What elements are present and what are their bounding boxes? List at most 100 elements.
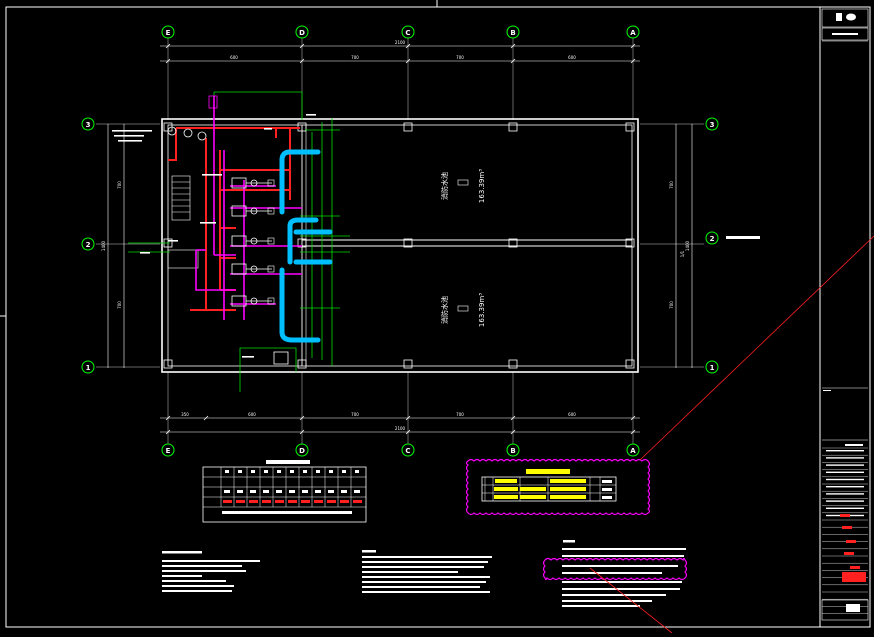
title-block-red-mark [844, 552, 854, 555]
right-overall-dim: 1400 [685, 240, 690, 251]
highlighted-table-grid [482, 477, 616, 501]
title-block-row-text [826, 464, 864, 466]
notes-line [562, 555, 684, 557]
annotation-text [202, 174, 222, 176]
table-header-cell [277, 470, 281, 473]
title-block-sign-box [821, 599, 869, 621]
table-cell [263, 490, 269, 493]
table-header-cell [251, 470, 255, 473]
table-cell-yellow [550, 487, 586, 491]
plan-annotations [112, 114, 316, 358]
pump-units [231, 177, 275, 307]
notes-line [362, 571, 458, 573]
table-cell-yellow [550, 479, 586, 483]
notes-line [362, 586, 480, 588]
magenta-pipes [195, 96, 302, 320]
title-block-red-mark [846, 540, 856, 543]
title-block-row-text [826, 500, 864, 502]
table-cell [224, 490, 230, 493]
svg-text:2: 2 [710, 235, 715, 243]
annotation-text [306, 114, 316, 116]
axis-bubble-left-2: 2 [81, 237, 95, 251]
notes-line [562, 588, 680, 590]
axis-bubble-top-d: D [295, 25, 309, 39]
table-header-cell [355, 470, 359, 473]
top-overall-dim: 2100 [395, 40, 406, 45]
table-cell-yellow [520, 495, 546, 499]
top-dim-1: 600 [230, 55, 238, 60]
structural-column [625, 122, 635, 132]
structural-column [297, 359, 307, 369]
top-dim-2: 700 [351, 55, 359, 60]
stair [167, 175, 199, 269]
svg-text:A: A [630, 29, 636, 37]
table-cell-yellow [494, 487, 518, 491]
svg-text:3: 3 [710, 121, 715, 129]
red-pipes [168, 127, 300, 311]
pool-lower-arrow-icon [457, 305, 469, 312]
table-header-cell [290, 470, 294, 473]
table-cell-red [288, 500, 297, 503]
pump-valve [267, 237, 275, 245]
axis-bubble-top-a: A [626, 25, 640, 39]
pool-lower-label: 消防水池 163.39m³ [440, 293, 486, 327]
equipment-table [202, 460, 367, 523]
notes-line [162, 590, 232, 592]
notes-line [562, 594, 666, 596]
table-cell-yellow [550, 495, 586, 499]
notes-line [162, 565, 242, 567]
table-cell [289, 490, 295, 493]
table-cell [602, 488, 612, 491]
notes-line [162, 585, 234, 587]
axis-bubble-right-3: 3 [705, 117, 719, 131]
equipment-top-left [167, 95, 289, 365]
notes-line [162, 575, 202, 577]
notes-line [562, 600, 652, 602]
right-callout-text [726, 236, 760, 239]
pool-lower-name: 消防水池 [440, 296, 449, 324]
table-header-cell [264, 470, 268, 473]
table-header-cell [303, 470, 307, 473]
cyan-pipes [279, 149, 333, 343]
title-block-row-text [826, 457, 864, 459]
structural-column [508, 122, 518, 132]
right-dim-2: 700 [669, 301, 674, 309]
highlighted-table-title [526, 469, 570, 474]
title-block-row-text [826, 471, 864, 473]
table-cell-yellow [495, 479, 517, 483]
pool-lower-volume: 163.39m³ [478, 293, 486, 327]
revision-cloud-table [465, 458, 651, 516]
structural-column [403, 359, 413, 369]
title-block-red-mark [840, 514, 850, 517]
title-block-row-text [826, 486, 864, 488]
top-dim-4: 600 [568, 55, 576, 60]
svg-text:1: 1 [710, 364, 715, 372]
left-dimensions: 1400 700 700 [101, 124, 125, 368]
table-cell [250, 490, 256, 493]
annotation-text [112, 130, 152, 132]
company-logo [836, 13, 856, 21]
structural-column [403, 238, 413, 248]
notes-line [562, 565, 678, 567]
axis-bubble-bottom-d: D [295, 443, 309, 457]
table-cell-red [340, 500, 349, 503]
title-block-project-box [821, 27, 869, 41]
pump-valve [267, 207, 275, 215]
svg-text:E: E [166, 447, 171, 455]
equipment-table-title [266, 460, 310, 464]
table-cell [315, 490, 321, 493]
axis-bubble-bottom-c: C [401, 443, 415, 457]
table-cell-red [275, 500, 284, 503]
axis-bubble-bottom-a: A [626, 443, 640, 457]
red-leader-line [589, 235, 874, 634]
table-cell-red [327, 500, 336, 503]
right-dimensions: 1400 700 700 1/1 [669, 124, 693, 368]
svg-text:E: E [166, 29, 171, 37]
pool-upper-label: 消防水池 163.39m³ [440, 169, 486, 203]
svg-text:A: A [630, 447, 636, 455]
svg-text:3: 3 [86, 121, 91, 129]
notes-line [562, 572, 662, 574]
annotation-text [168, 240, 178, 242]
notes-line [562, 581, 682, 583]
